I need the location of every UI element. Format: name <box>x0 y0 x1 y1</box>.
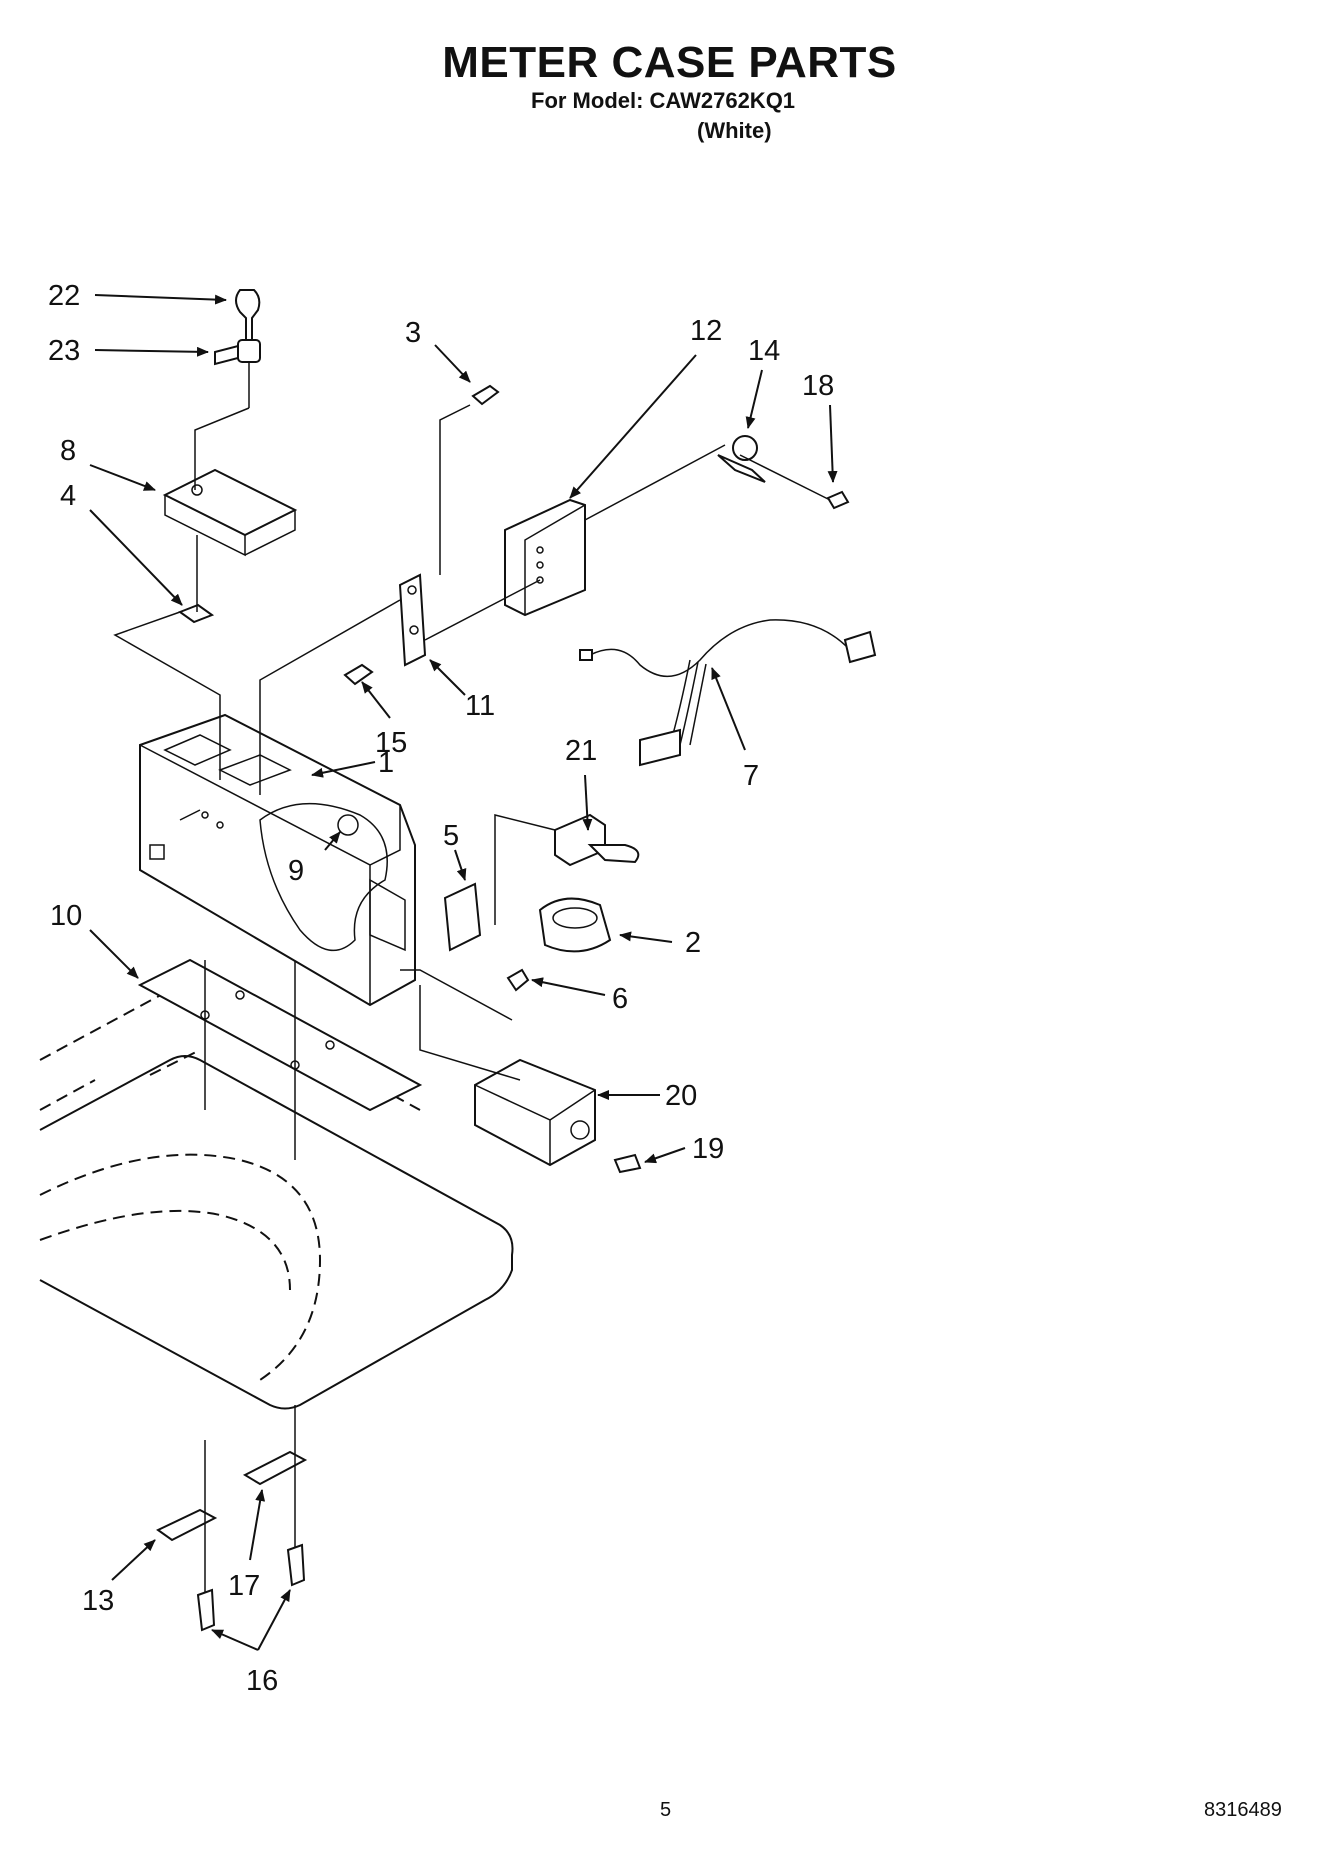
callout-22: 22 <box>48 280 80 312</box>
callout-7: 7 <box>743 760 759 792</box>
callout-8: 8 <box>60 435 76 467</box>
part-15-screw <box>343 663 374 686</box>
part-10-gasket <box>137 958 423 1160</box>
part-3-screw <box>471 384 500 406</box>
part-23-lock <box>214 339 261 408</box>
callout-3: 3 <box>405 317 421 349</box>
callout-19: 19 <box>692 1133 724 1165</box>
part-13-bracket <box>156 1508 218 1542</box>
part-22-key <box>235 289 261 346</box>
part-8-cover-plate <box>162 468 298 557</box>
color-line: (White) <box>697 118 772 143</box>
part-6-screw <box>506 968 530 992</box>
callout-13: 13 <box>82 1585 114 1617</box>
callout-17: 17 <box>228 1570 260 1602</box>
part-16-screw-right <box>286 1543 306 1587</box>
model-line: For Model: CAW2762KQ1 <box>531 88 796 113</box>
callout-labels: 22 23 3 12 14 18 8 4 11 15 1 21 7 9 5 2 … <box>48 280 834 1697</box>
part-4-bracket <box>177 603 215 624</box>
document-number: 8316489 <box>1204 1799 1282 1821</box>
callout-6: 6 <box>612 983 628 1015</box>
callout-21: 21 <box>565 735 597 767</box>
connection-lines <box>113 404 831 1081</box>
callout-10: 10 <box>50 900 82 932</box>
page-title: METER CASE PARTS <box>442 38 897 87</box>
part-16-screw-left <box>196 1588 216 1632</box>
callout-20: 20 <box>665 1080 697 1112</box>
part-18-screw <box>826 490 850 510</box>
callout-4: 4 <box>60 480 76 512</box>
callout-18: 18 <box>802 370 834 402</box>
callout-11: 11 <box>465 690 495 722</box>
callout-12: 12 <box>690 315 722 347</box>
part-7-wire-harness <box>579 619 877 767</box>
part-11-bracket <box>398 573 427 667</box>
callout-5: 5 <box>443 820 459 852</box>
page-number: 5 <box>660 1799 672 1821</box>
callout-16: 16 <box>246 1665 278 1697</box>
callout-15: 15 <box>375 727 407 759</box>
callout-9: 9 <box>288 855 304 887</box>
part-21-coin-slide <box>554 813 640 867</box>
part-19-clip <box>613 1153 642 1174</box>
callout-14: 14 <box>748 335 780 367</box>
callout-2: 2 <box>685 927 701 959</box>
callout-1: 1 <box>378 747 394 779</box>
part-5-plate <box>443 882 482 952</box>
part-17-bracket <box>242 1450 308 1486</box>
part-14-lock-cam <box>717 435 766 483</box>
part-20-coin-box <box>474 1058 596 1167</box>
part-12-meter-box <box>504 498 586 617</box>
callout-arrows <box>89 294 838 1651</box>
callout-23: 23 <box>48 335 80 367</box>
part-1-meter-case <box>139 713 416 1007</box>
part-2-coin-cup <box>538 897 612 953</box>
